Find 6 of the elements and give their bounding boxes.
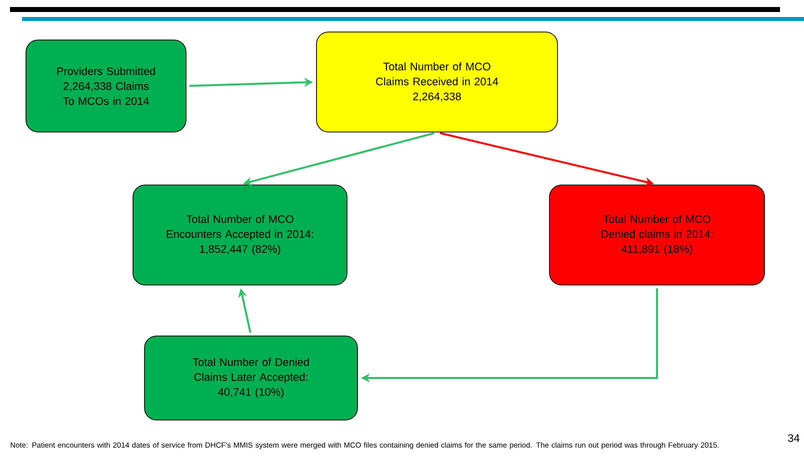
process-box: Total Number of MCO Claims Received in 2014 2,264,338 — [316, 32, 558, 132]
process-box: Total Number of MCO Denied claims in 2014: 411,891 (18%) — [549, 184, 765, 286]
process-box: Total Number of Denied Claims Later Accepted: 40,741 (10%) — [144, 336, 358, 420]
page-number: 34 — [788, 434, 800, 442]
process-box: Total Number of MCO Encounters Accepted in 2014: 1,852,447 (82%) — [132, 184, 348, 286]
process-box: Providers Submitted 2,264,338 Claims To MCOs in 2014 — [26, 40, 186, 132]
